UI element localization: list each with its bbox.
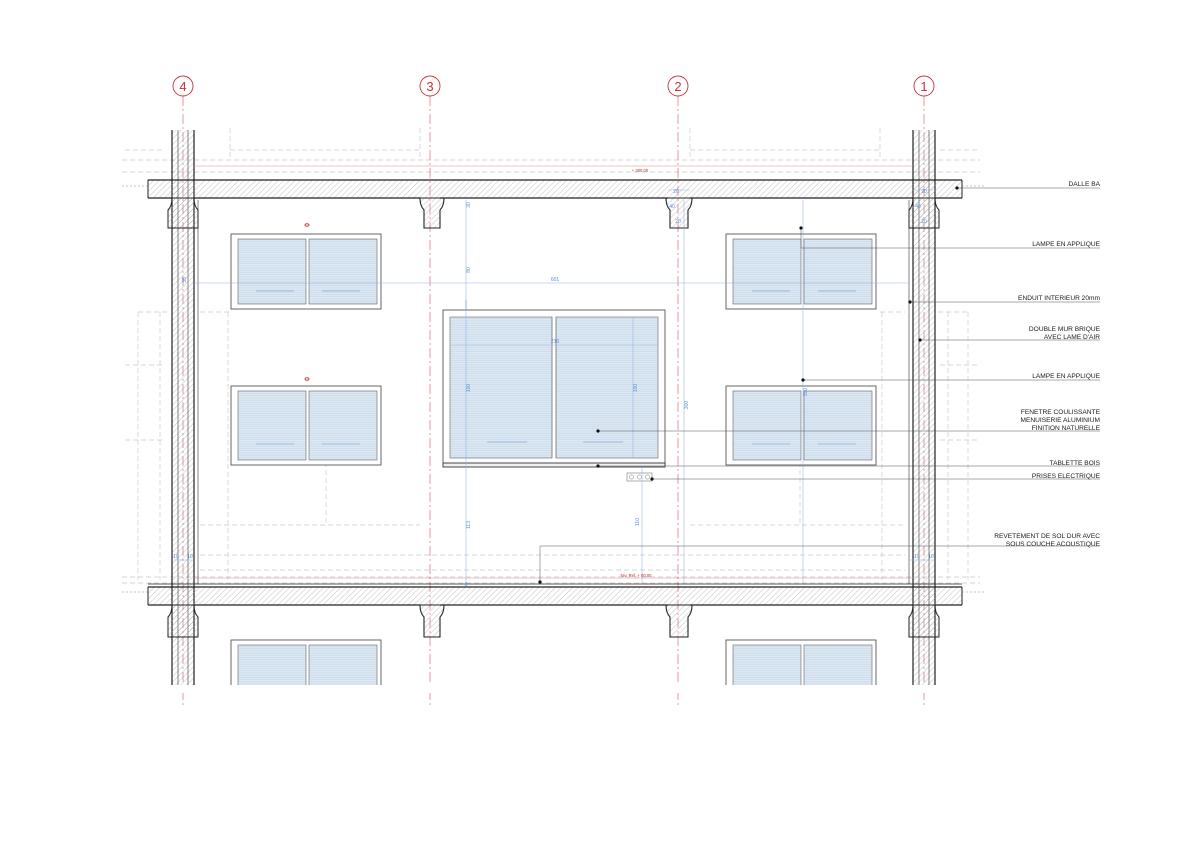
dim-20d: 20 — [921, 219, 927, 225]
label-sol-2: SOUS COUCHE ACOUSTIQUE — [1006, 541, 1101, 548]
label-prises: PRISES ELECTRIQUE — [1032, 473, 1101, 480]
label-fenetre-1: FENETRE COULISSANTE — [1021, 409, 1101, 416]
dim-10b: 10 — [187, 554, 193, 560]
wall-lamps — [304, 222, 310, 382]
fixtures — [304, 222, 653, 482]
structure — [122, 130, 985, 686]
label-dalle: DALLE BA — [1068, 181, 1100, 188]
construction-lines — [122, 128, 980, 584]
dim-window-h2: 150 — [633, 384, 639, 393]
label-fenetre-3: FINITION NATURELLE — [1032, 425, 1101, 432]
grid-label-3: 3 — [426, 79, 433, 94]
leaders — [539, 187, 1100, 582]
electrical-sockets — [626, 472, 653, 482]
dim-40a: 40 — [669, 204, 675, 210]
dim-20a: 20 — [673, 189, 679, 195]
label-fenetre-2: MENUISERIE ALUMINIUM — [1020, 417, 1100, 424]
dim-sill-1: 113 — [466, 521, 472, 529]
dim-span: 601 — [551, 277, 560, 283]
dim-10d: 10 — [928, 554, 934, 560]
dim-40b: 40 — [915, 204, 921, 210]
label-tablette: TABLETTE BOIS — [1050, 460, 1101, 467]
label-lampe-1: LAMPE EN APPLIQUE — [1032, 241, 1100, 248]
window-lower-right — [725, 385, 877, 466]
dim-20c: 20 — [675, 219, 681, 225]
windows — [148, 233, 962, 693]
bottom-slab — [147, 583, 963, 638]
annotation-labels: DALLE BA LAMPE EN APPLIQUE ENDUIT INTERI… — [994, 181, 1100, 548]
dimension-texts: + 300.00 Niv. Ref. + 00.00 601 210 150 1… — [173, 168, 934, 588]
grid-label-1: 1 — [920, 79, 927, 94]
window-lower-left — [230, 385, 382, 466]
grid-label-2: 2 — [674, 79, 681, 94]
dim-sill-2: 110 — [635, 518, 641, 526]
top-slab — [147, 179, 963, 229]
dim-30: 30 — [466, 202, 472, 208]
dim-height-left: 300 — [684, 401, 690, 410]
label-mur-2: AVEC LAME D'AIR — [1044, 334, 1100, 341]
dim-window-h1: 150 — [466, 384, 472, 393]
windows-lower-storey — [230, 639, 877, 687]
label-lampe-2: LAMPE EN APPLIQUE — [1032, 373, 1100, 380]
label-mur-1: DOUBLE MUR BRIQUE — [1029, 326, 1101, 333]
window-upper-left — [230, 233, 382, 310]
dim-10c: 10 — [914, 554, 920, 560]
window-sliding-center — [442, 309, 666, 468]
grid-label-4: 4 — [179, 79, 186, 94]
dim-height-right: 300 — [803, 388, 809, 397]
label-enduit: ENDUIT INTERIEUR 20mm — [1018, 295, 1100, 302]
dim-top-level: + 300.00 — [632, 168, 649, 173]
dim-35: 35 — [182, 277, 188, 283]
dim-20b: 20 — [921, 189, 927, 195]
leader-dots — [538, 186, 959, 584]
dimension-lines-red — [194, 165, 913, 579]
dim-window-width: 210 — [551, 339, 560, 345]
dim-floor-level: Niv. Ref. + 00.00 — [621, 573, 653, 578]
dim-8: 8 — [465, 582, 468, 588]
dim-10a: 10 — [173, 554, 179, 560]
dim-upper-gap: 80 — [466, 267, 472, 273]
label-sol-1: REVETEMENT DE SOL DUR AVEC — [994, 533, 1100, 540]
dimension-lines — [174, 189, 935, 583]
